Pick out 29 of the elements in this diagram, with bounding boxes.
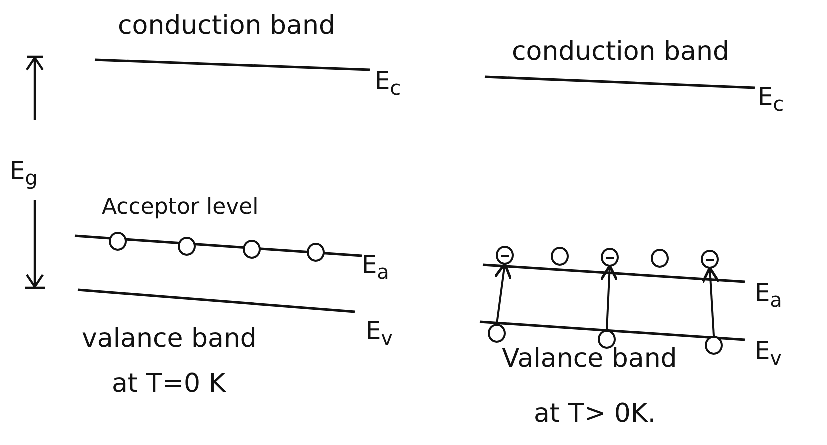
hole-circle: [651, 249, 669, 268]
band-label: at T=0 K: [112, 370, 226, 399]
ionized-acceptor-circle: [701, 250, 719, 269]
band-label: E$_{c}$: [758, 84, 784, 115]
band-label: E$_{c}$: [375, 68, 402, 99]
hole-circle: [598, 330, 616, 349]
band-label: E$_{g}$: [10, 158, 38, 189]
hole-circle: [488, 324, 506, 343]
hole-circle: [551, 247, 569, 266]
band-label: Acceptor level: [102, 196, 259, 220]
hole-circle: [307, 243, 325, 262]
arrow: [494, 262, 512, 324]
band-label: E$_{a}$: [362, 252, 390, 283]
hole-circle: [178, 237, 196, 256]
band-label: valance band: [82, 325, 257, 354]
hole-circle: [243, 240, 261, 259]
band-label: E$_{v}$: [755, 338, 782, 369]
ionized-acceptor-circle: [496, 246, 514, 265]
arrow: [702, 266, 720, 336]
hole-circle: [705, 336, 723, 355]
band-label: Valance band: [502, 345, 678, 374]
arrow: [600, 264, 619, 330]
hole-circle: [109, 232, 127, 251]
band-label: conduction band: [512, 38, 730, 67]
band-label: conduction band: [118, 12, 336, 41]
band-label: E$_{v}$: [366, 318, 394, 349]
ionized-acceptor-circle: [601, 248, 619, 267]
band-label: at T> 0K.: [534, 400, 656, 429]
band-label: E$_{a}$: [755, 280, 782, 311]
